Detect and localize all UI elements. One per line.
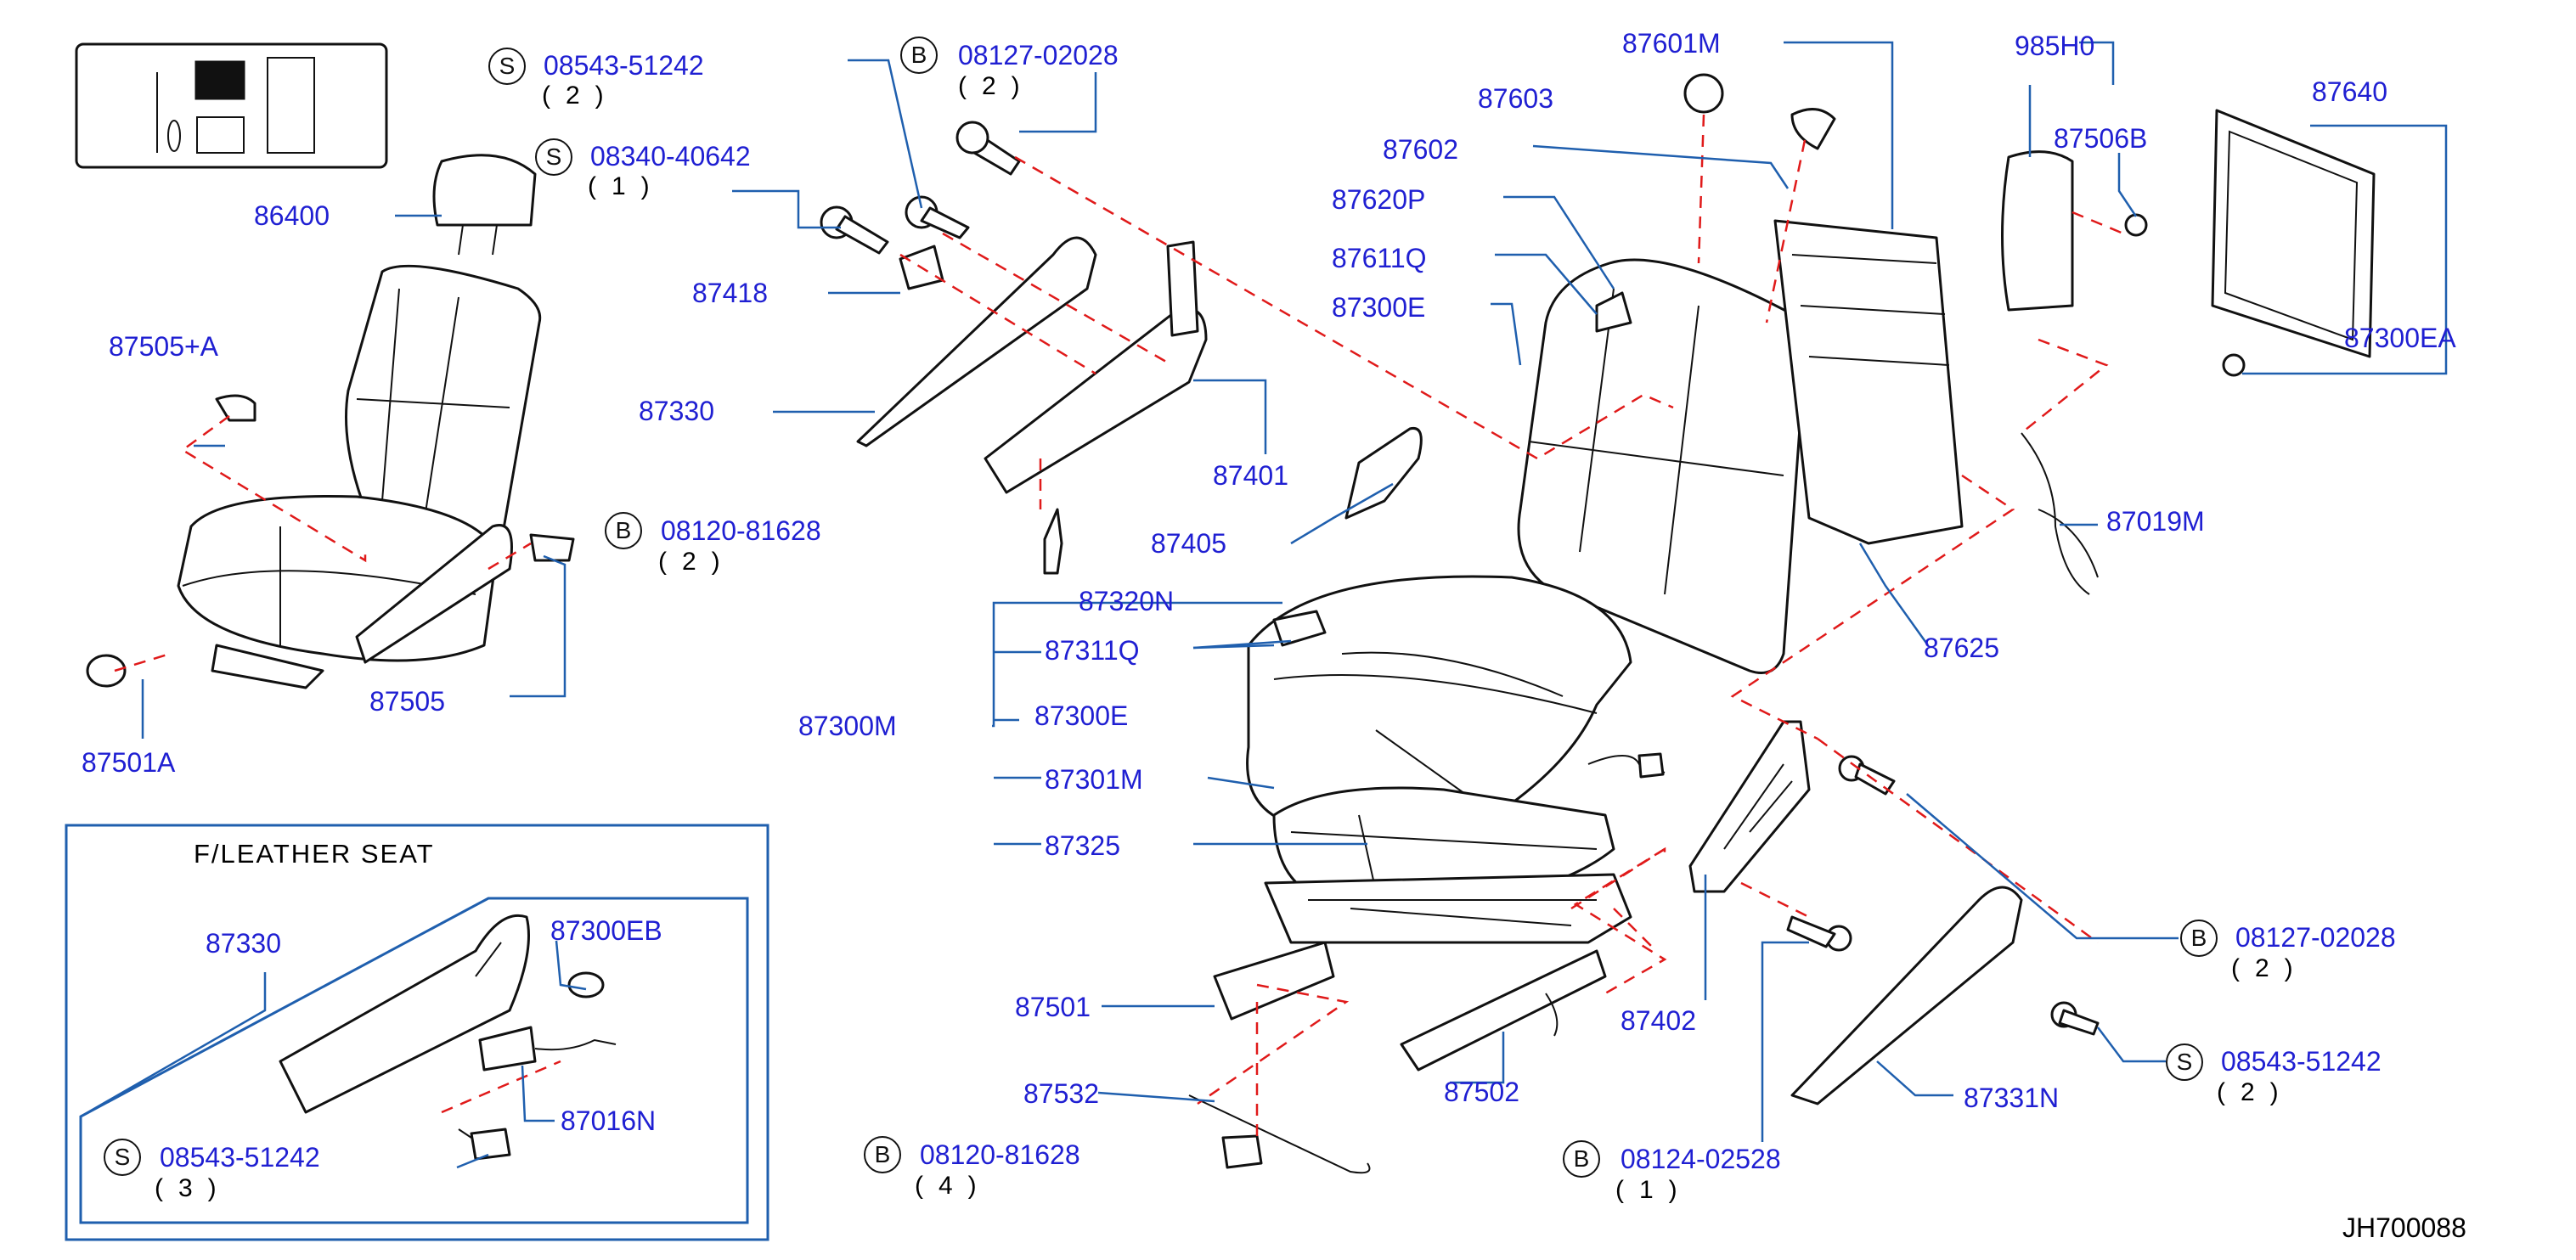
recliner-bracket-parts	[820, 121, 1423, 575]
fastener-code: 08120-81628	[920, 1139, 1080, 1170]
fastener-type-badge: S	[2166, 1043, 2203, 1081]
part-label-87418: 87418	[692, 278, 768, 308]
seat-cushion-assembly	[1188, 575, 1666, 1174]
fastener-type-badge: B	[605, 512, 642, 549]
part-label-87505: 87505	[369, 686, 445, 717]
part-label-87603: 87603	[1478, 83, 1553, 114]
part-label-87405: 87405	[1151, 528, 1226, 559]
inset-title: F/LEATHER SEAT	[194, 839, 435, 869]
fastener-qty: (2)	[542, 82, 619, 110]
fastener-qty: (4)	[915, 1172, 992, 1200]
leather-seat-inset-parts	[279, 914, 617, 1161]
part-label-87311q: 87311Q	[1045, 635, 1140, 666]
part-label-87402: 87402	[1621, 1005, 1696, 1036]
fastener-qty: (1)	[1615, 1176, 1693, 1204]
fastener-code: 08340-40642	[590, 141, 751, 172]
part-label-87331n: 87331N	[1964, 1083, 2060, 1113]
inset-callout-box	[79, 897, 749, 1224]
inset-part-label-87330: 87330	[206, 928, 281, 959]
fastener-code: 08543-51242	[160, 1142, 320, 1173]
part-label-87300e-top: 87300E	[1332, 292, 1426, 323]
vehicle-locator-icon	[75, 42, 388, 169]
assembly-lines	[114, 114, 2124, 1138]
part-label-87300m: 87300M	[798, 711, 897, 741]
fastener-type-badge: B	[2180, 920, 2218, 957]
part-label-87330: 87330	[639, 396, 714, 426]
part-label-87505-a: 87505+A	[109, 331, 219, 362]
fastener-code: 08127-02028	[958, 40, 1119, 70]
part-label-87325: 87325	[1045, 830, 1120, 861]
part-label-87620p: 87620P	[1332, 184, 1426, 215]
fastener-code: 08543-51242	[544, 50, 704, 81]
fastener-code: 08543-51242	[2221, 1046, 2382, 1077]
fastener-type-badge: B	[864, 1136, 901, 1173]
seatback-assembly	[1517, 73, 2376, 674]
fastener-type-badge: B	[1563, 1140, 1600, 1178]
fastener-qty: (2)	[658, 548, 736, 576]
part-label-87532: 87532	[1023, 1078, 1099, 1109]
inset-part-label-87300eb: 87300EB	[550, 915, 662, 946]
part-label-87502: 87502	[1444, 1077, 1519, 1107]
fastener-type-badge: B	[900, 37, 938, 74]
part-label-87300ea: 87300EA	[2344, 323, 2456, 353]
fastener-type-badge: S	[535, 138, 572, 176]
part-label-87611q: 87611Q	[1332, 243, 1427, 273]
front-seat-assembly	[86, 154, 575, 689]
part-label-87401: 87401	[1213, 460, 1288, 491]
part-label-87301m: 87301M	[1045, 764, 1143, 795]
part-label-87320n: 87320N	[1079, 586, 1175, 616]
inset-part-label-87016n: 87016N	[561, 1105, 657, 1136]
part-label-87501a: 87501A	[82, 747, 176, 778]
part-label-87602: 87602	[1383, 134, 1458, 165]
fastener-code: 08120-81628	[661, 515, 821, 546]
leader-lines	[79, 41, 2448, 1223]
part-label-87506b: 87506B	[2054, 123, 2148, 154]
part-label-87625: 87625	[1924, 633, 1999, 663]
part-label-87501: 87501	[1015, 992, 1091, 1022]
lower-recliner-parts	[1688, 720, 2100, 1105]
fastener-code: 08127-02028	[2235, 922, 2396, 953]
fastener-qty: (2)	[958, 72, 1035, 100]
fastener-qty: (2)	[2231, 954, 2308, 982]
fastener-qty: (1)	[588, 172, 665, 200]
part-label-87019m: 87019M	[2106, 506, 2205, 537]
drawing-code: JH700088	[2342, 1212, 2466, 1243]
fastener-qty: (2)	[2217, 1078, 2294, 1106]
part-label-86400: 86400	[254, 200, 330, 231]
fastener-type-badge: S	[488, 48, 526, 85]
fastener-code: 08124-02528	[1621, 1144, 1781, 1174]
part-label-87300e-mid: 87300E	[1034, 700, 1129, 731]
fastener-type-badge: S	[104, 1139, 141, 1176]
part-label-985h0: 985H0	[2015, 31, 2095, 61]
inset-frame	[65, 824, 769, 1241]
part-label-87601m: 87601M	[1622, 28, 1721, 59]
part-label-87640: 87640	[2312, 76, 2387, 107]
fastener-qty: (3)	[155, 1174, 232, 1202]
